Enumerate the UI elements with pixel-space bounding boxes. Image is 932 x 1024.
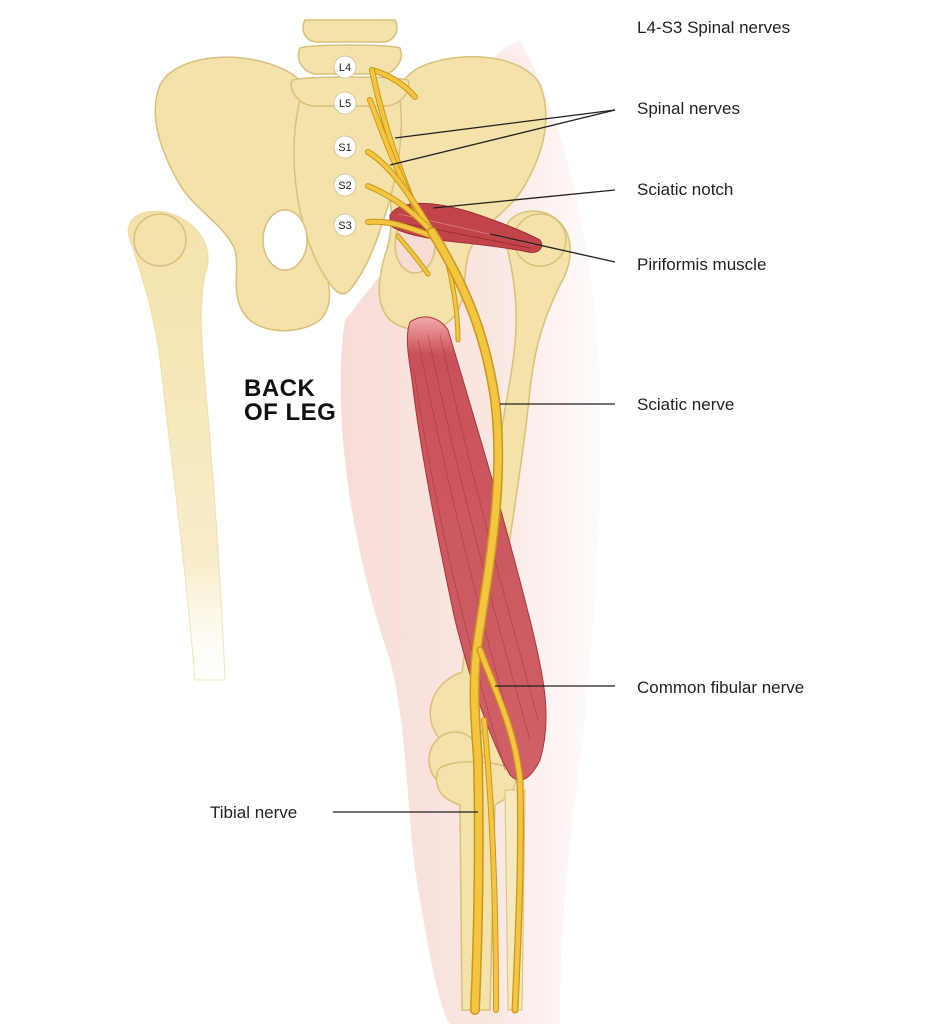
label-spinal-nerves: Spinal nerves bbox=[637, 99, 740, 118]
label-common-fibular-nerve: Common fibular nerve bbox=[637, 678, 804, 697]
label-sciatic-notch: Sciatic notch bbox=[637, 180, 733, 199]
vertebra-label-s2: S2 bbox=[338, 180, 351, 192]
vertebra-label-l4: L4 bbox=[339, 62, 351, 74]
vertebra-label-s3: S3 bbox=[338, 220, 351, 232]
diagram-title-line1: BACK bbox=[244, 375, 315, 402]
nerves bbox=[365, 67, 525, 1015]
hamstring-muscle bbox=[406, 316, 547, 781]
leader-lines bbox=[333, 109, 616, 813]
vertebra-markers: L4 L5 S1 S2 S3 bbox=[333, 55, 357, 237]
vertebra-label-l5: L5 bbox=[339, 98, 351, 110]
diagram-title-line2: OF LEG bbox=[244, 399, 336, 426]
left-femur bbox=[127, 210, 226, 681]
vertebra-label-s1: S1 bbox=[338, 142, 351, 154]
label-spinal-nerves-range: L4-S3 Spinal nerves bbox=[637, 18, 790, 37]
label-sciatic-nerve: Sciatic nerve bbox=[637, 395, 734, 414]
label-piriformis-muscle: Piriformis muscle bbox=[637, 255, 766, 274]
label-tibial-nerve: Tibial nerve bbox=[210, 803, 297, 822]
